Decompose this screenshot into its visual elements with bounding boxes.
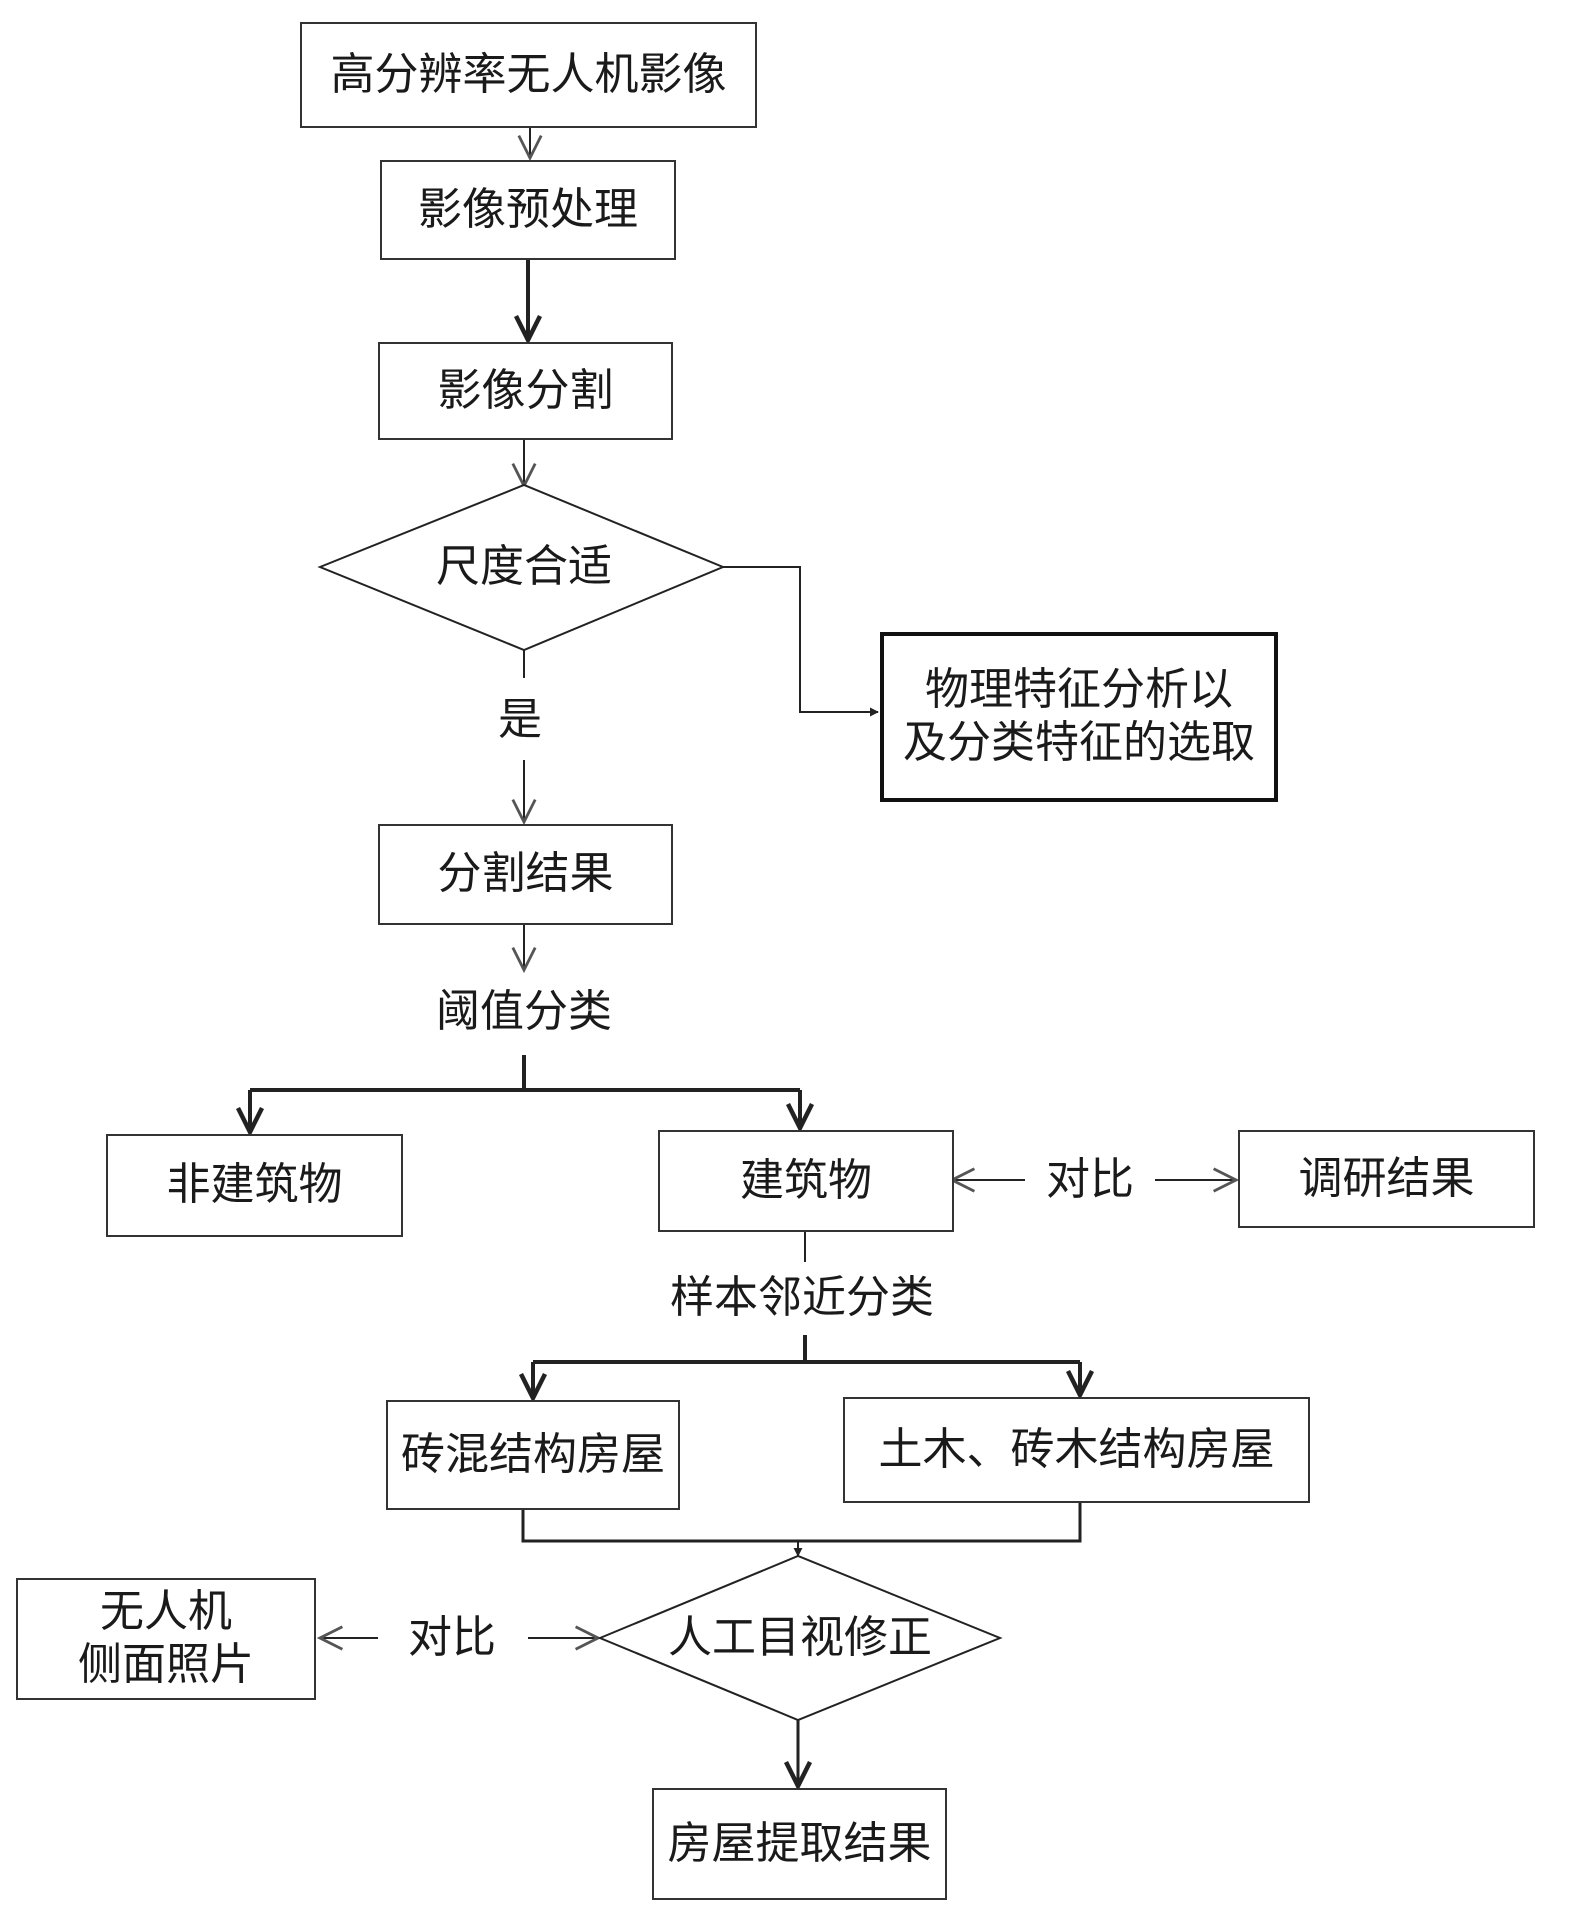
compare-photo-label: 对比: [402, 1614, 502, 1662]
preprocess-box: 影像预处理: [380, 160, 676, 260]
uav-side-line2: 侧面照片: [78, 1639, 254, 1690]
brick-concrete-label: 砖混结构房屋: [401, 1428, 665, 1480]
brick-concrete-box: 砖混结构房屋: [386, 1400, 680, 1510]
visual-correction-label: 人工目视修正: [668, 1612, 932, 1663]
segmentation-box: 影像分割: [378, 342, 673, 440]
seg-result-label: 分割结果: [437, 848, 614, 900]
visual-correction-diamond: [597, 1554, 1003, 1722]
building-label: 建筑物: [740, 1154, 872, 1206]
compare-survey-label: 对比: [1040, 1156, 1140, 1204]
segmentation-label: 影像分割: [437, 364, 614, 416]
earth-wood-label: 土木、砖木结构房屋: [878, 1423, 1275, 1475]
survey-result-label: 调研结果: [1298, 1152, 1475, 1204]
house-extract-label: 房屋提取结果: [667, 1817, 932, 1869]
seg-result-box: 分割结果: [378, 824, 673, 925]
edge-merge-bracket: [521, 1503, 1082, 1543]
feature-select-line1: 物理特征分析以: [925, 664, 1233, 716]
house-extract-box: 房屋提取结果: [652, 1788, 947, 1900]
threshold-classify-label: 阈值分类: [430, 988, 618, 1036]
uav-side-photo-box: 无人机 侧面照片: [16, 1578, 316, 1700]
non-building-label: 非建筑物: [166, 1159, 343, 1211]
survey-result-box: 调研结果: [1238, 1130, 1535, 1228]
edge-scale-to-feature: [723, 566, 879, 717]
uav-side-line1: 无人机: [100, 1586, 232, 1638]
yes-label: 是: [492, 696, 548, 744]
non-building-box: 非建筑物: [106, 1134, 403, 1237]
scale-ok-diamond: [317, 483, 726, 652]
uav-image-box: 高分辨率无人机影像: [300, 22, 757, 128]
feature-select-box: 物理特征分析以 及分类特征的选取: [880, 632, 1278, 802]
uav-image-label: 高分辨率无人机影像: [330, 48, 727, 100]
preprocess-label: 影像预处理: [418, 183, 638, 235]
building-box: 建筑物: [658, 1130, 954, 1232]
nn-classify-label: 样本邻近分类: [664, 1274, 940, 1322]
scale-ok-label: 尺度合适: [436, 541, 612, 592]
feature-select-line2: 及分类特征的选取: [903, 717, 1255, 768]
earth-wood-box: 土木、砖木结构房屋: [843, 1397, 1310, 1503]
